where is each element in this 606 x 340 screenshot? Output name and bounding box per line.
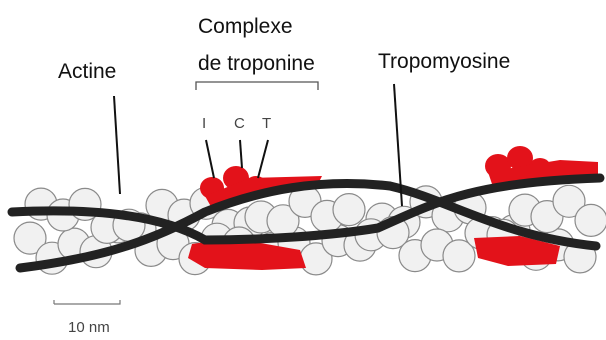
label-complexe-line1: Complexe xyxy=(198,15,293,38)
label-scale: 10 nm xyxy=(68,319,110,336)
scale-bar xyxy=(54,300,120,304)
label-subunit-c: C xyxy=(234,115,245,132)
label-tropomyosine: Tropomyosine xyxy=(378,50,510,73)
subunit-c-leader xyxy=(240,140,242,168)
actine-leader xyxy=(114,96,120,194)
subunit-i-leader xyxy=(206,140,214,178)
actin-globule xyxy=(575,204,606,236)
actin-globule xyxy=(333,194,365,226)
troponin-bracket xyxy=(196,82,318,90)
label-subunit-t: T xyxy=(262,115,271,132)
label-actine: Actine xyxy=(58,60,116,83)
label-complexe-line2: de troponine xyxy=(198,52,315,75)
subunit-t-leader xyxy=(258,140,268,178)
label-subunit-i: I xyxy=(202,115,206,132)
